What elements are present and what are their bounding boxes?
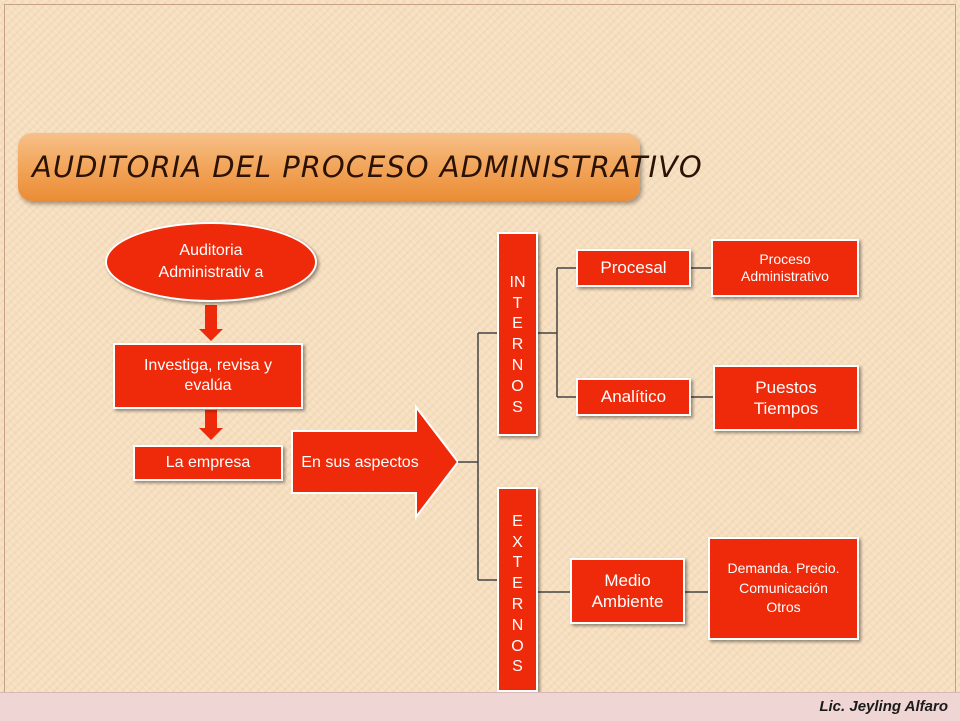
node-investiga: Investiga, revisa y evalúa <box>113 343 303 409</box>
node-internos-label: IN T E R N O S <box>509 273 526 416</box>
arrow-head-1 <box>199 329 223 341</box>
page-title: AUDITORIA DEL PROCESO ADMINISTRATIVO <box>32 150 703 184</box>
arrow-shaft-1 <box>205 305 217 329</box>
node-externos: E X T E R N O S <box>497 487 538 692</box>
arrow-shaft-2 <box>205 410 217 428</box>
node-puestos-tiempos-label: Puestos Tiempos <box>753 377 819 418</box>
node-externos-label: E X T E R N O S <box>511 512 524 676</box>
node-procesal-label: Procesal <box>600 258 667 278</box>
author-credit: Lic. Jeyling Alfaro <box>819 698 948 715</box>
node-proceso-administrativo: Proceso Administrativo <box>711 239 859 297</box>
node-investiga-label: Investiga, revisa y evalúa <box>143 357 273 394</box>
node-aspectos: En sus aspectos <box>300 440 420 486</box>
node-medio-ambiente: Medio Ambiente <box>570 558 685 624</box>
aspectos-arrow <box>291 404 460 520</box>
node-la-empresa-label: La empresa <box>165 454 251 471</box>
node-demanda: Demanda. Precio. Comunicación Otros <box>708 537 859 640</box>
title-banner: AUDITORIA DEL PROCESO ADMINISTRATIVO <box>18 133 702 201</box>
bracket-main <box>458 267 714 593</box>
node-la-empresa: La empresa <box>133 445 283 481</box>
node-procesal: Procesal <box>576 249 691 287</box>
node-proceso-administrativo-label: Proceso Administrativo <box>741 250 829 285</box>
node-medio-ambiente-label: Medio Ambiente <box>591 570 664 611</box>
node-aspectos-label: En sus aspectos <box>301 454 419 472</box>
node-auditoria-label: Auditoria Administrativ a <box>158 242 264 281</box>
node-demanda-label: Demanda. Precio. Comunicación Otros <box>727 560 840 616</box>
node-puestos-tiempos: Puestos Tiempos <box>713 365 859 431</box>
node-analitico-label: Analítico <box>600 387 667 407</box>
node-analitico: Analítico <box>576 378 691 416</box>
node-internos: IN T E R N O S <box>497 232 538 436</box>
arrow-head-2 <box>199 428 223 440</box>
node-auditoria-administrativa: Auditoria Administrativ a <box>105 222 317 302</box>
footer-bar: Lic. Jeyling Alfaro <box>0 692 960 721</box>
